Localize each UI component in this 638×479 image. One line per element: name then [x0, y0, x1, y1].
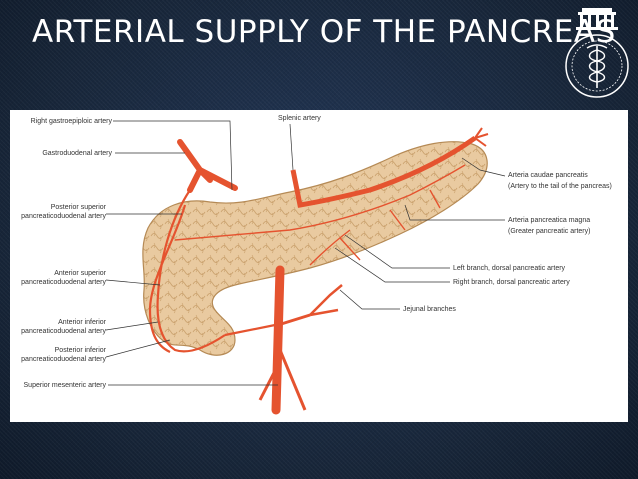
label-left-branch-dorsal: Left branch, dorsal pancreatic artery [453, 265, 566, 272]
gastroduodenal-artery [177, 139, 238, 193]
label-arteria-pancreatica-magna: Arteria pancreatica magna [508, 217, 591, 224]
label-anterior-inferior: Anterior inferior [58, 319, 106, 326]
pancreas-shape [142, 141, 488, 356]
right-leader-lines [289, 123, 506, 310]
pancreas-diagram: Right gastroepiploic artery Gastroduoden… [10, 110, 628, 422]
label-posterior-inferior: Posterior inferior [54, 347, 106, 354]
label-greater-pancreatic-artery: (Greater pancreatic artery) [508, 228, 591, 235]
label-right-gastroepiploic-artery: Right gastroepiploic artery [30, 118, 112, 125]
label-anterior-superior: Anterior superior [54, 270, 106, 277]
jejunal-branches [309, 284, 343, 317]
slide-title: ARTERIAL SUPPLY OF THE PANCREAS [32, 14, 616, 50]
label-right-branch-dorsal: Right branch, dorsal pancreatic artery [453, 279, 570, 286]
pancreaticoduodenal-arcade [148, 189, 276, 353]
pancreas-illustration [105, 120, 506, 415]
label-jejunal-branches: Jejunal branches [403, 306, 456, 313]
college-emblem-icon [565, 8, 629, 98]
label-splenic-artery: Splenic artery [278, 115, 321, 122]
splenic-artery [290, 135, 477, 208]
label-anterior-inferior-pd-artery: pancreaticoduodenal artery [21, 328, 106, 335]
label-gastroduodenal-artery: Gastroduodenal artery [42, 150, 112, 157]
label-arteria-caudae-pancreatis: Arteria caudae pancreatis [508, 172, 588, 179]
label-posterior-inferior-pd-artery: pancreaticoduodenal artery [21, 356, 106, 363]
left-leader-lines [105, 120, 278, 386]
label-anterior-superior-pd-artery: pancreaticoduodenal artery [21, 279, 106, 286]
label-posterior-superior: Posterior superior [50, 204, 106, 211]
label-superior-mesenteric-artery: Superior mesenteric artery [23, 382, 106, 389]
pancreatic-branches [174, 164, 466, 266]
superior-mesenteric-artery [271, 265, 285, 415]
label-posterior-superior-pd-artery: pancreaticoduodenal artery [21, 213, 106, 220]
label-artery-to-tail: (Artery to the tail of the pancreas) [508, 183, 612, 190]
